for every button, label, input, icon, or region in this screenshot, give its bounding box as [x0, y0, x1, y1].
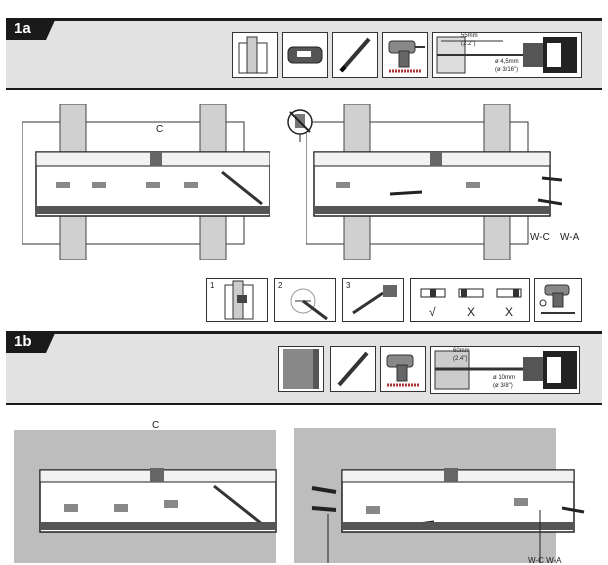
bracket-part-c-label: C [152, 420, 160, 431]
drill-icon [539, 284, 575, 314]
concrete-wall-tool [278, 346, 324, 392]
concrete-wall-icon [283, 349, 319, 389]
section-1a-tag: 1a [6, 18, 56, 40]
level-check-box: √ X X [410, 278, 530, 322]
drill-depth-diagram-b: 60mm (2.4") ø 10mm (ø 3/8") [430, 346, 580, 394]
drill-depth-label: 60mm [453, 348, 470, 354]
step-2-box: 2 [274, 278, 336, 322]
pencil-icon [339, 37, 371, 73]
drill-bit-label: ø 10mm [493, 375, 516, 381]
level-mark-wrong-2: X [505, 305, 514, 319]
pencil-tool-b [330, 346, 376, 392]
washer-screw-wc-wa-label: W-C W-A [528, 556, 562, 565]
wall-illustration-right [306, 104, 562, 260]
drill-icon [388, 40, 425, 73]
drill-bit-inch-label: (ø 3/8") [493, 383, 513, 389]
drill-depth-inch-label: (2.2") [461, 41, 476, 47]
drill-bit-label: ø 4,5mm [495, 59, 519, 65]
stud-finder-tool [282, 32, 328, 78]
drill-bit-inch-label: (ø 3/16") [495, 67, 519, 73]
drill-depth-diagram: 55mm (2.2") ø 4,5mm (ø 3/16") [432, 32, 582, 78]
stud-wall-icon [224, 280, 254, 320]
level-mark-correct: √ [429, 305, 436, 319]
pencil-tool [332, 32, 378, 78]
step-3-number: 3 [346, 281, 351, 290]
drive-screws-box [534, 278, 582, 322]
wall-illustration-left [22, 104, 270, 260]
stud-finder-icon [287, 46, 323, 64]
no-hammer-warning-icon [286, 108, 314, 144]
step-2-number: 2 [278, 281, 283, 290]
drill-bit-icon [436, 36, 577, 74]
screw-wa-label: W-A [560, 232, 580, 243]
washer-wc-label: W-C [530, 232, 550, 243]
drill-tool-b [380, 346, 426, 392]
concrete-wall-illustration-left [14, 424, 280, 563]
concrete-wall-illustration-right [294, 428, 588, 563]
spirit-level-icons [420, 288, 522, 298]
step-3-box: 3 [342, 278, 404, 322]
section-1b-tag: 1b [6, 331, 56, 353]
drill-tool [382, 32, 428, 78]
drill-depth-inch-label: (2.4") [453, 356, 468, 362]
step-1-number: 1 [210, 281, 215, 290]
drill-hole-icon [352, 285, 397, 315]
drill-bit-icon [434, 350, 577, 390]
level-mark-wrong-1: X [467, 305, 476, 319]
step-1-box: 1 [206, 278, 268, 322]
stud-wall-icon [238, 36, 268, 74]
pencil-icon [337, 351, 369, 387]
stud-finder-wall-tool [232, 32, 278, 78]
drill-icon [386, 354, 419, 387]
drill-depth-label: 55mm [461, 33, 478, 39]
pencil-mark-icon [290, 288, 328, 321]
bracket-part-c-label: C [156, 124, 164, 135]
